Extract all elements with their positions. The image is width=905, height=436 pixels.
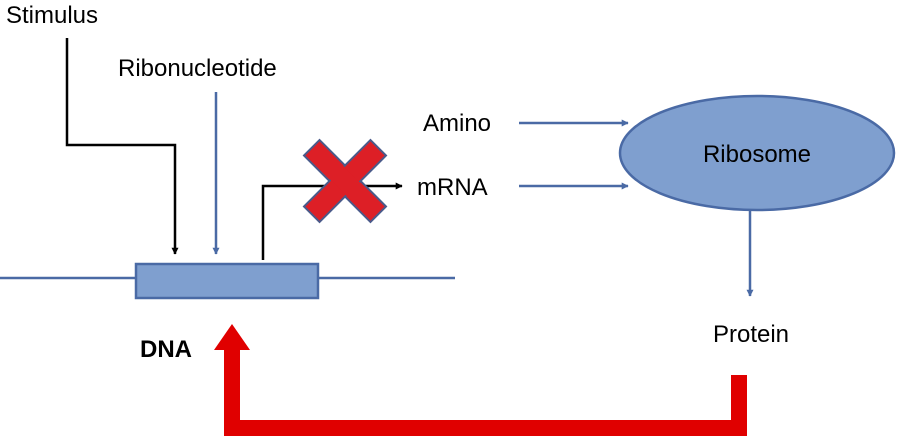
feedback-arrow xyxy=(214,324,747,436)
stimulus-arrow xyxy=(65,38,179,255)
amino-label: Amino xyxy=(423,110,491,137)
cross-icon xyxy=(302,138,388,224)
stimulus-label: Stimulus xyxy=(6,2,98,29)
dna-label: DNA xyxy=(140,336,192,363)
protein-label: Protein xyxy=(713,321,789,348)
ribosome-label: Ribosome xyxy=(703,141,811,168)
mrna-label: mRNA xyxy=(417,174,488,201)
ribosome-ellipse xyxy=(618,94,896,212)
ribonucleotide-label: Ribonucleotide xyxy=(118,55,277,82)
gene-box xyxy=(134,262,320,300)
